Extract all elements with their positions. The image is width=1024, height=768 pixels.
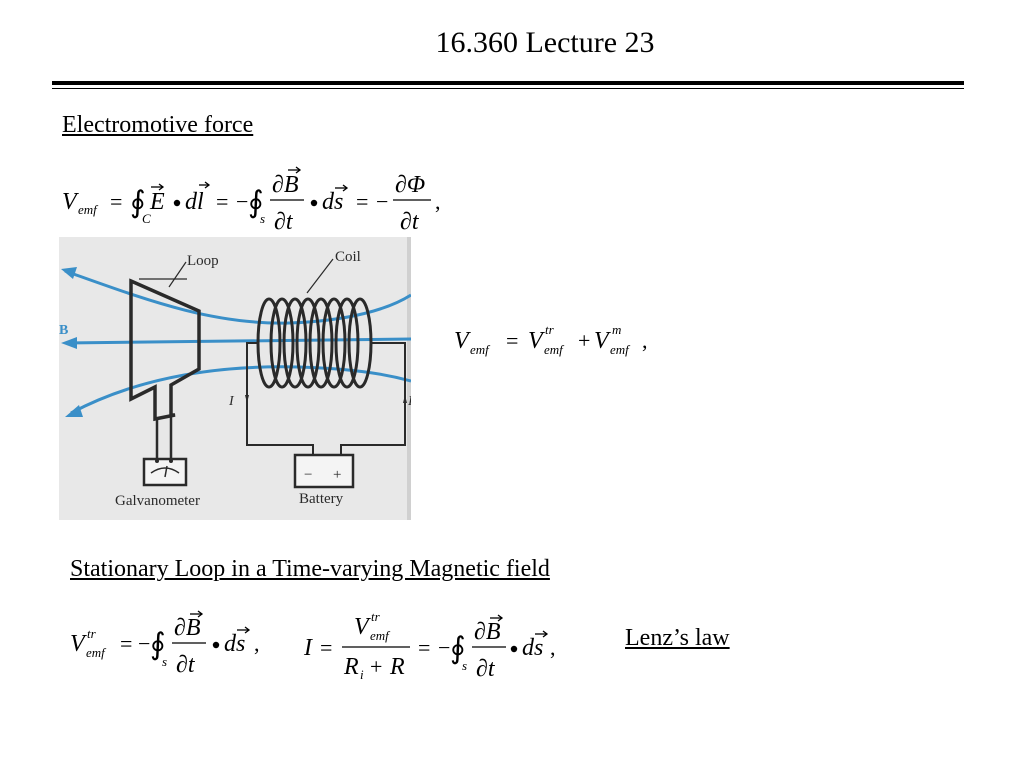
svg-text:V: V — [528, 328, 545, 354]
svg-text:dl: dl — [185, 189, 204, 215]
svg-text:,: , — [254, 631, 260, 656]
field-arrowheads — [61, 267, 83, 417]
svg-text:−: − — [236, 189, 248, 214]
galvanometer-label: Galvanometer — [115, 493, 200, 509]
svg-text:tr: tr — [87, 626, 97, 641]
slide-title: 16.360 Lecture 23 — [435, 26, 655, 59]
svg-text:R: R — [343, 654, 359, 680]
svg-text:∮: ∮ — [130, 186, 146, 219]
lenz-law-label: Lenz’s law — [625, 625, 730, 651]
current-label-right: I — [407, 394, 411, 409]
svg-text:s: s — [162, 654, 167, 669]
svg-text:−: − — [138, 631, 150, 656]
svg-text:−: − — [376, 189, 388, 214]
svg-text:∂t: ∂t — [274, 209, 294, 235]
current-label-left: I — [228, 394, 235, 409]
svg-text:∂B: ∂B — [474, 619, 501, 645]
svg-text:ds: ds — [322, 189, 343, 215]
coil-label: Coil — [335, 249, 361, 265]
svg-text:emf: emf — [370, 628, 391, 643]
svg-text:=: = — [506, 328, 518, 353]
svg-text:ds: ds — [522, 635, 543, 661]
magnetic-field-lines — [64, 269, 411, 415]
conducting-loop — [129, 278, 201, 422]
svg-text:+: + — [370, 654, 382, 679]
heading-stationary-loop: Stationary Loop in a Time-varying Magnet… — [70, 556, 550, 582]
svg-text:,: , — [550, 635, 556, 660]
title-rule-thin — [52, 88, 964, 89]
svg-text:=: = — [120, 631, 132, 656]
svg-text:emf: emf — [544, 342, 565, 357]
coil — [256, 297, 373, 389]
svg-text:=: = — [356, 189, 368, 214]
emf-sum-equation: V emf = V tr emf + V m emf , — [454, 322, 648, 357]
heading-electromotive-force: Electromotive force — [62, 112, 254, 138]
svg-text:m: m — [612, 322, 621, 337]
galvanometer — [142, 457, 188, 487]
svg-text:=: = — [216, 189, 228, 214]
current-arrow-left — [245, 395, 249, 403]
svg-text:,: , — [435, 189, 441, 214]
svg-text:=: = — [418, 635, 430, 660]
field-label-b: B — [59, 323, 68, 338]
svg-text:emf: emf — [86, 645, 107, 660]
svg-text:∂Φ: ∂Φ — [395, 172, 425, 198]
svg-text:∂t: ∂t — [400, 209, 420, 235]
svg-text:C: C — [142, 211, 151, 226]
svg-text:∂t: ∂t — [176, 652, 196, 678]
svg-text:=: = — [320, 635, 332, 660]
coil-pointer — [306, 258, 334, 294]
svg-text:I: I — [303, 635, 313, 661]
svg-text:tr: tr — [371, 609, 381, 624]
svg-text:emf: emf — [78, 202, 99, 217]
circuit-wires — [246, 342, 406, 459]
svg-text:V: V — [594, 328, 611, 354]
title-rule-thick — [52, 81, 964, 85]
svg-text:E: E — [149, 189, 165, 215]
svg-text:V: V — [454, 328, 471, 354]
svg-text:−: − — [438, 635, 450, 660]
svg-text:ds: ds — [224, 631, 245, 657]
svg-text:V: V — [354, 614, 371, 640]
svg-text:emf: emf — [610, 342, 631, 357]
induced-current-equation: I = V tr emf R i + R = − ∮ s ∂B ∂t ds , — [303, 609, 556, 682]
battery: − + — [293, 453, 355, 489]
svg-text:tr: tr — [545, 322, 555, 337]
svg-text:∂t: ∂t — [476, 656, 496, 682]
svg-text:emf: emf — [470, 342, 491, 357]
battery-label: Battery — [299, 491, 344, 507]
induction-diagram: B Loop Galvanometer Coil I I — [59, 237, 411, 520]
emf-definition-equation: V emf = ∮ C E dl = − ∮ s ∂B ∂t ds = − ∂Φ… — [62, 166, 441, 235]
svg-text:R: R — [389, 654, 405, 680]
svg-text:∮: ∮ — [450, 632, 466, 665]
svg-text:s: s — [260, 211, 265, 226]
battery-plus-sign: + — [333, 467, 341, 483]
svg-text:s: s — [462, 658, 467, 673]
svg-text:∂B: ∂B — [174, 615, 201, 641]
diagram-paper-background — [59, 237, 411, 520]
svg-text:∮: ∮ — [248, 186, 264, 219]
svg-text:∂B: ∂B — [272, 172, 299, 198]
galvanometer-leads — [155, 417, 173, 463]
loop-label: Loop — [187, 253, 219, 269]
battery-minus-sign: − — [304, 467, 312, 483]
transformer-emf-equation: V tr emf = − ∮ s ∂B ∂t ds , — [70, 610, 260, 678]
current-arrow-right — [403, 395, 407, 403]
svg-text:+: + — [578, 328, 590, 353]
svg-text:V: V — [70, 631, 87, 657]
svg-text:,: , — [642, 328, 648, 353]
svg-text:∮: ∮ — [150, 628, 166, 661]
svg-text:V: V — [62, 189, 79, 215]
svg-text:=: = — [110, 189, 122, 214]
svg-text:i: i — [360, 667, 364, 682]
